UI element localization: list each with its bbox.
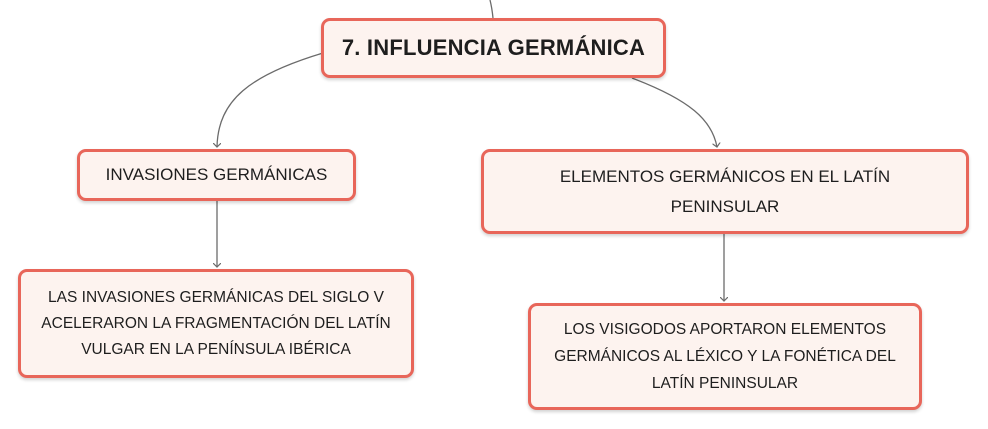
- root-topic-node[interactable]: 7. INFLUENCIA GERMÁNICA: [321, 18, 666, 78]
- root-topic-label: 7. INFLUENCIA GERMÁNICA: [341, 35, 646, 60]
- germanic-elements-topic-label: ELEMENTOS GERMÁNICOS EN EL LATÍN PENINSU…: [559, 166, 891, 216]
- connector-root-to-elements: [631, 77, 717, 147]
- invasions-topic-label: INVASIONES GERMÁNICAS: [105, 165, 328, 184]
- connector-root-to-invasions: [217, 52, 324, 147]
- germanic-elements-detail-label: LOS VISIGODOS APORTARON ELEMENTOS GERMÁN…: [554, 321, 896, 392]
- invasions-detail-node[interactable]: LAS INVASIONES GERMÁNICAS DEL SIGLO V AC…: [18, 269, 414, 378]
- germanic-elements-topic-node[interactable]: ELEMENTOS GERMÁNICOS EN EL LATÍN PENINSU…: [481, 149, 969, 234]
- germanic-elements-detail-node[interactable]: LOS VISIGODOS APORTARON ELEMENTOS GERMÁN…: [528, 303, 922, 410]
- invasions-detail-label: LAS INVASIONES GERMÁNICAS DEL SIGLO V AC…: [41, 288, 391, 358]
- connector-parent-to-root: [489, 0, 494, 19]
- invasions-topic-node[interactable]: INVASIONES GERMÁNICAS: [77, 149, 356, 201]
